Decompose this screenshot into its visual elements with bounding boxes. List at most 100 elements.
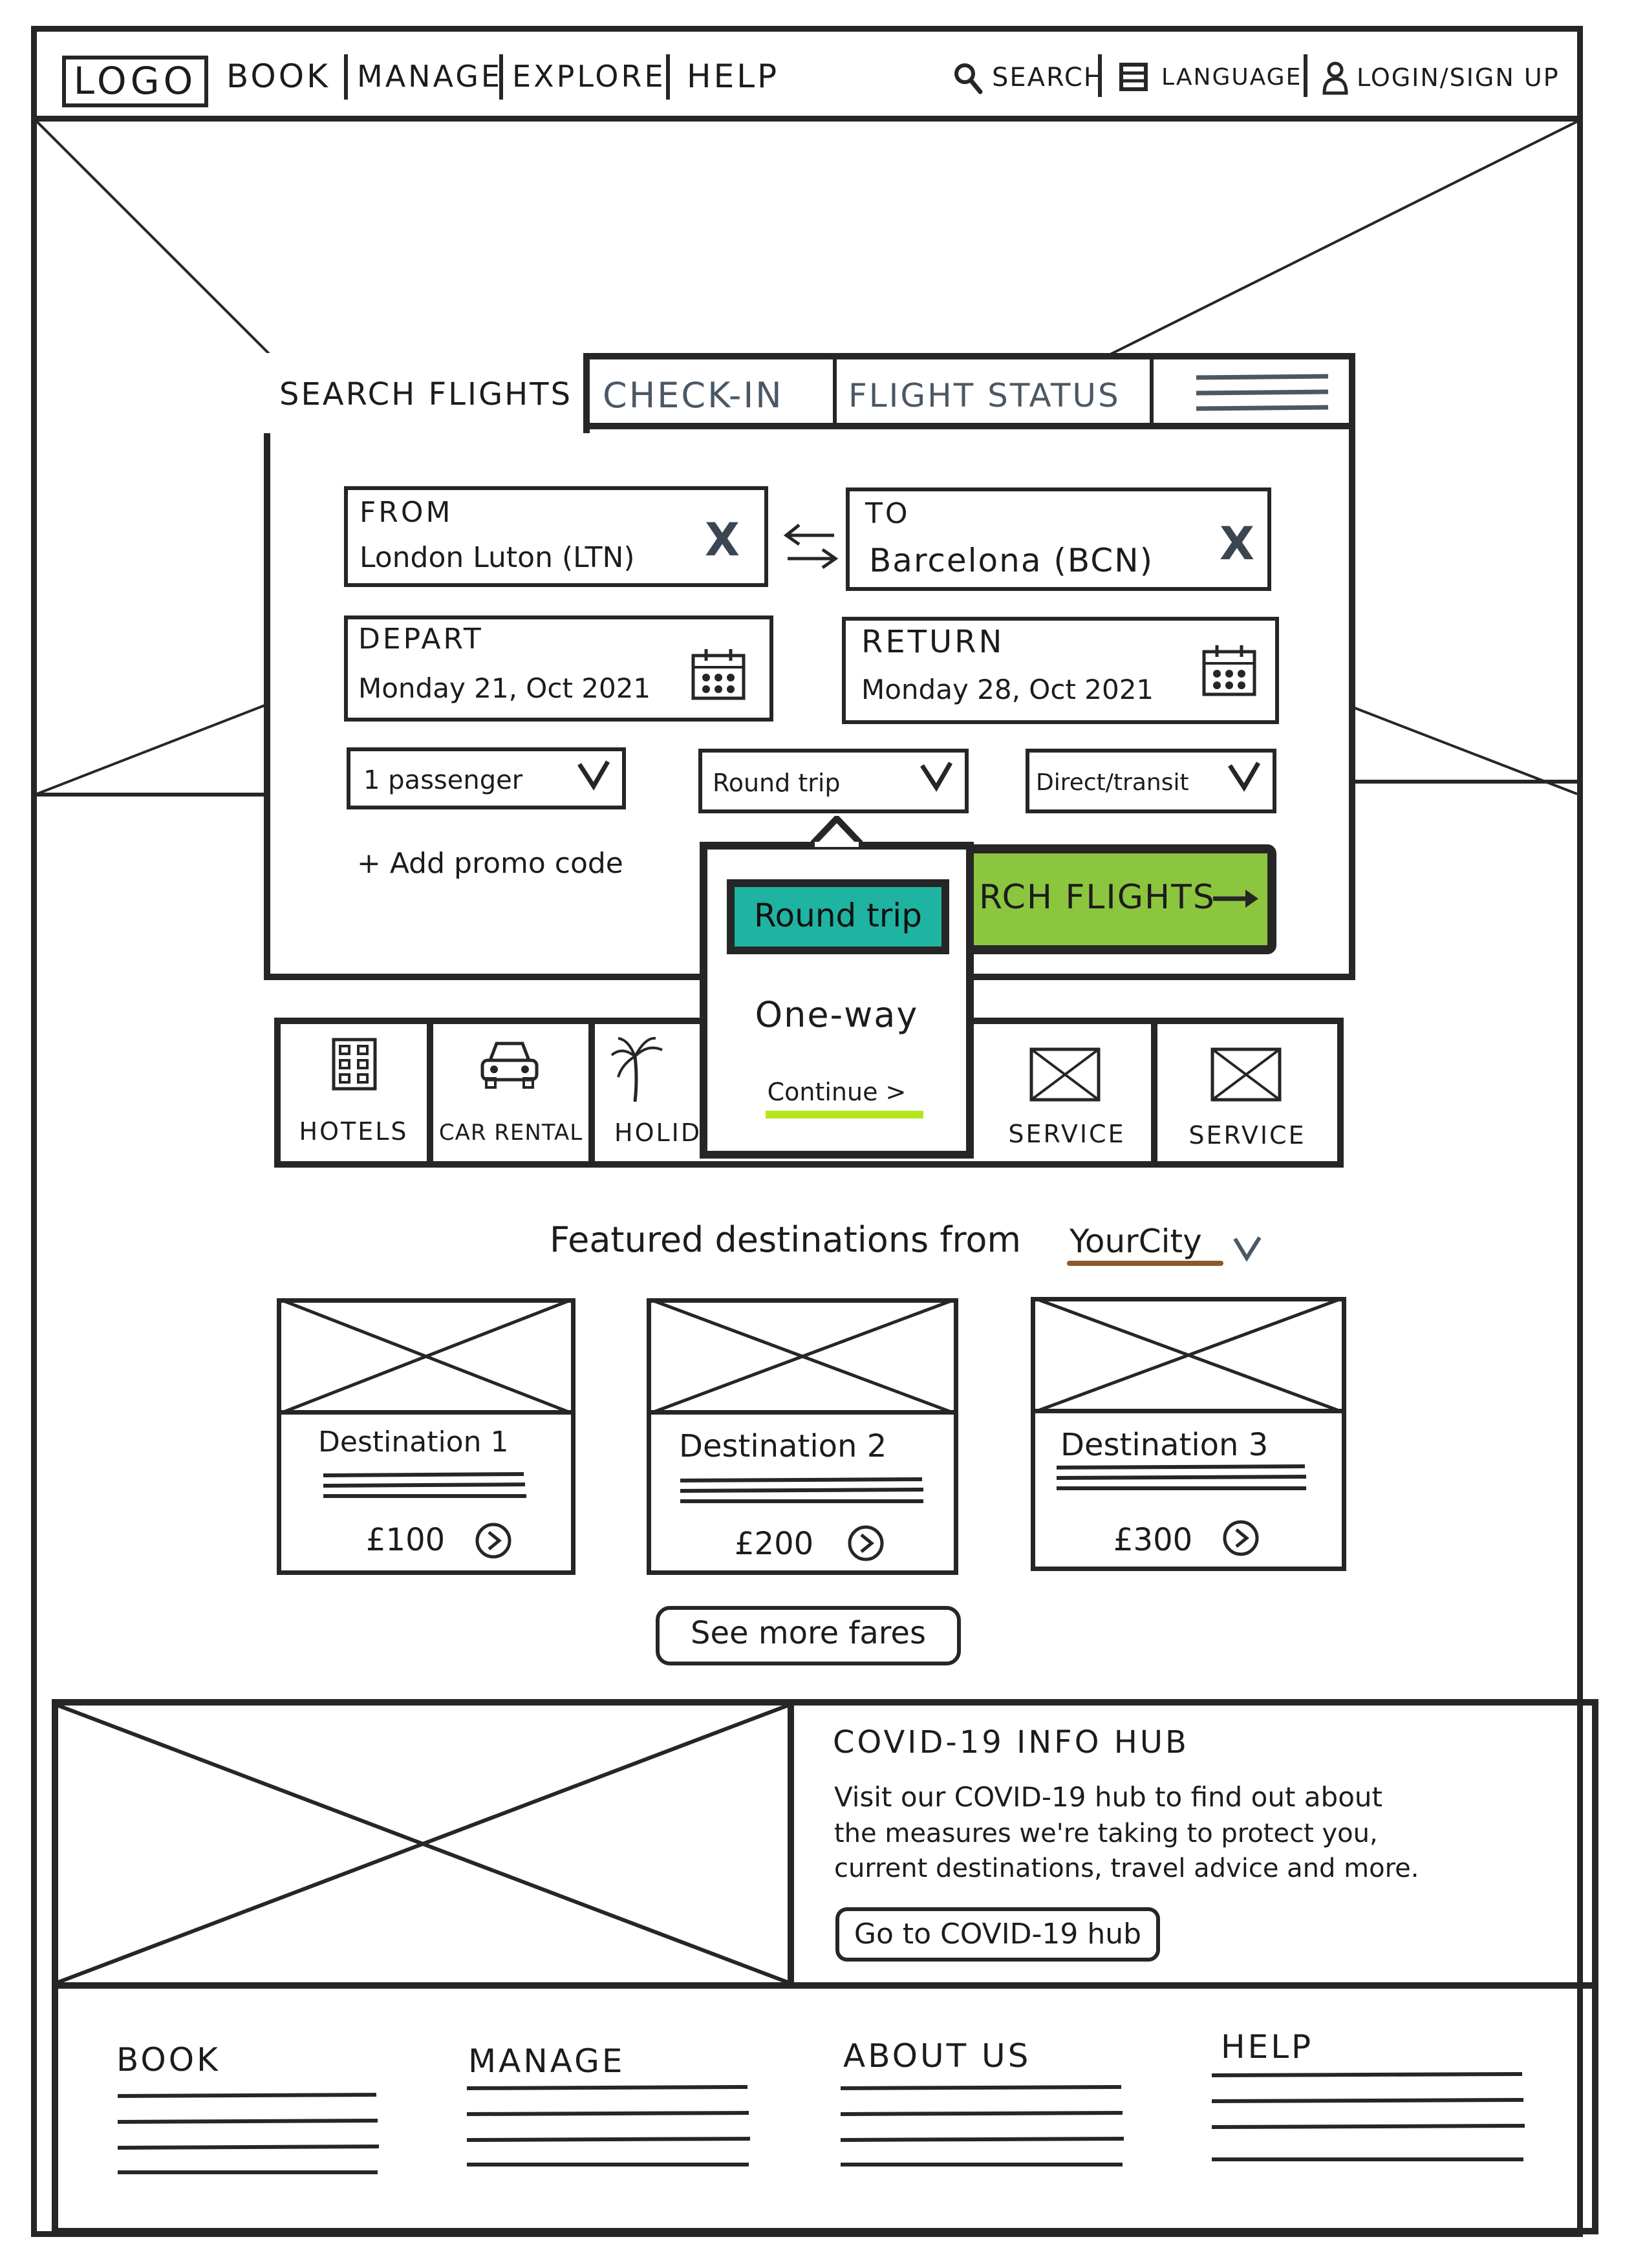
palm-tree-icon bbox=[609, 1033, 667, 1104]
chevron-down-icon bbox=[1228, 762, 1261, 792]
from-label: FROM bbox=[360, 496, 453, 529]
tab-divider bbox=[583, 353, 590, 433]
covid-image-placeholder bbox=[58, 1706, 794, 1982]
chevron-down-icon bbox=[920, 762, 953, 792]
destination-card-1[interactable] bbox=[277, 1298, 575, 1575]
tab-flight-status[interactable] bbox=[837, 353, 1151, 429]
from-value: London Luton (LTN) bbox=[360, 541, 635, 574]
destination-text-lines bbox=[1057, 1462, 1307, 1495]
footer-link-lines[interactable] bbox=[841, 2084, 1125, 2168]
tab-flight-status-label: FLIGHT STATUS bbox=[848, 377, 1121, 414]
nav-help[interactable]: HELP bbox=[687, 58, 780, 95]
service-car-rental[interactable]: CAR RENTAL bbox=[433, 1024, 588, 1161]
return-field[interactable] bbox=[842, 617, 1279, 724]
service-holidays[interactable]: HOLIDA bbox=[595, 1024, 705, 1161]
tab-check-in-label: CHECK-IN bbox=[603, 375, 784, 416]
to-clear-button[interactable]: X bbox=[1220, 517, 1254, 570]
destination-text-lines bbox=[323, 1470, 528, 1503]
service-car-rental-label: CAR RENTAL bbox=[438, 1120, 583, 1146]
search-link[interactable]: SEARCH bbox=[992, 63, 1104, 92]
covid-hub-button[interactable]: Go to COVID-19 hub bbox=[835, 1907, 1160, 1962]
destination-name: Destination 2 bbox=[679, 1428, 887, 1464]
passengers-select[interactable]: 1 passenger bbox=[347, 747, 626, 809]
route-type-select[interactable]: Direct/transit bbox=[1026, 749, 1276, 813]
add-promo-code-link[interactable]: + Add promo code bbox=[357, 847, 623, 880]
nav-divider bbox=[1304, 54, 1307, 97]
footer-heading-book: BOOK bbox=[116, 2041, 220, 2079]
dropdown-continue-link[interactable]: Continue > bbox=[767, 1078, 907, 1106]
chevron-right-circle-icon[interactable] bbox=[847, 1524, 885, 1562]
return-value: Monday 28, Oct 2021 bbox=[861, 674, 1154, 705]
trip-type-select[interactable]: Round trip bbox=[698, 749, 969, 813]
car-icon bbox=[477, 1038, 542, 1090]
logo[interactable] bbox=[62, 56, 208, 107]
to-label: TO bbox=[865, 497, 910, 530]
dropdown-option-one-way[interactable]: One-way bbox=[755, 994, 919, 1035]
featured-city-select[interactable]: YourCity bbox=[1070, 1223, 1202, 1260]
login-link[interactable]: LOGIN/SIGN UP bbox=[1357, 63, 1560, 92]
destination-price: £300 bbox=[1113, 1522, 1193, 1558]
destination-card-3[interactable] bbox=[1031, 1297, 1346, 1571]
covid-title: COVID-19 INFO HUB bbox=[833, 1724, 1189, 1760]
covid-text-line-1: Visit our COVID-19 hub to find out about bbox=[834, 1781, 1382, 1813]
continue-underline bbox=[766, 1111, 923, 1118]
see-more-fares-button[interactable]: See more fares bbox=[656, 1606, 961, 1665]
nav-divider bbox=[344, 54, 348, 100]
covid-text-line-3: current destinations, travel advice and … bbox=[834, 1854, 1419, 1883]
return-label: RETURN bbox=[861, 624, 1005, 660]
footer-link-lines[interactable] bbox=[1212, 2071, 1526, 2168]
footer-heading-manage: MANAGE bbox=[468, 2042, 625, 2080]
user-icon[interactable] bbox=[1322, 61, 1349, 96]
destination-name: Destination 1 bbox=[318, 1426, 509, 1459]
destination-image-placeholder bbox=[647, 1298, 958, 1415]
tab-more-menu[interactable] bbox=[1154, 353, 1355, 429]
nav-explore[interactable]: EXPLORE bbox=[512, 59, 666, 94]
destination-image-placeholder bbox=[1031, 1297, 1346, 1413]
hero-bottom-edge bbox=[37, 793, 270, 797]
dropdown-option-round-trip-label: Round trip bbox=[754, 897, 922, 934]
nav-divider bbox=[1098, 54, 1102, 97]
image-placeholder-icon bbox=[1029, 1047, 1101, 1102]
footer-link-lines[interactable] bbox=[467, 2084, 751, 2168]
logo-text: LOGO bbox=[73, 59, 197, 103]
calendar-icon[interactable] bbox=[689, 647, 747, 702]
language-link[interactable]: LANGUAGE bbox=[1161, 64, 1302, 91]
destination-card-2[interactable] bbox=[647, 1298, 958, 1575]
nav-divider bbox=[666, 54, 670, 100]
trip-type-value: Round trip bbox=[713, 769, 841, 797]
to-field[interactable] bbox=[846, 487, 1271, 591]
service-placeholder-1[interactable]: SERVICE bbox=[983, 1024, 1151, 1161]
depart-label: DEPART bbox=[358, 623, 484, 656]
footer-heading-help: HELP bbox=[1221, 2028, 1314, 2066]
swap-icon[interactable] bbox=[781, 521, 841, 573]
service-divider bbox=[1151, 1018, 1157, 1168]
footer-heading-about-us: ABOUT US bbox=[843, 2037, 1031, 2075]
tab-check-in[interactable] bbox=[590, 353, 834, 429]
service-placeholder-2[interactable]: SERVICE bbox=[1157, 1024, 1337, 1161]
service-hotels[interactable]: HOTELS bbox=[281, 1024, 427, 1161]
destination-price: £200 bbox=[735, 1526, 814, 1562]
tab-search-flights[interactable] bbox=[264, 353, 586, 433]
language-icon[interactable] bbox=[1119, 62, 1148, 92]
dropdown-caret bbox=[811, 816, 863, 847]
building-icon bbox=[330, 1037, 379, 1091]
footer-link-lines[interactable] bbox=[118, 2092, 380, 2176]
dropdown-option-round-trip[interactable] bbox=[727, 879, 949, 954]
chevron-down-icon[interactable] bbox=[1232, 1232, 1262, 1262]
from-field[interactable] bbox=[344, 486, 768, 587]
tab-divider bbox=[1150, 353, 1154, 429]
passengers-value: 1 passenger bbox=[363, 765, 523, 795]
calendar-icon[interactable] bbox=[1200, 643, 1258, 698]
depart-field[interactable] bbox=[344, 615, 773, 722]
from-clear-button[interactable]: X bbox=[705, 513, 740, 566]
chevron-right-circle-icon[interactable] bbox=[475, 1522, 512, 1559]
featured-title: Featured destinations from bbox=[550, 1219, 1022, 1260]
hamburger-icon[interactable] bbox=[1196, 370, 1332, 422]
image-placeholder-icon bbox=[1210, 1047, 1282, 1102]
service-placeholder-2-label: SERVICE bbox=[1188, 1121, 1306, 1150]
nav-manage[interactable]: MANAGE bbox=[357, 59, 502, 94]
chevron-right-circle-icon[interactable] bbox=[1222, 1519, 1260, 1557]
search-icon[interactable] bbox=[953, 62, 983, 94]
nav-book[interactable]: BOOK bbox=[226, 58, 330, 95]
arrow-right-icon bbox=[1212, 886, 1260, 912]
